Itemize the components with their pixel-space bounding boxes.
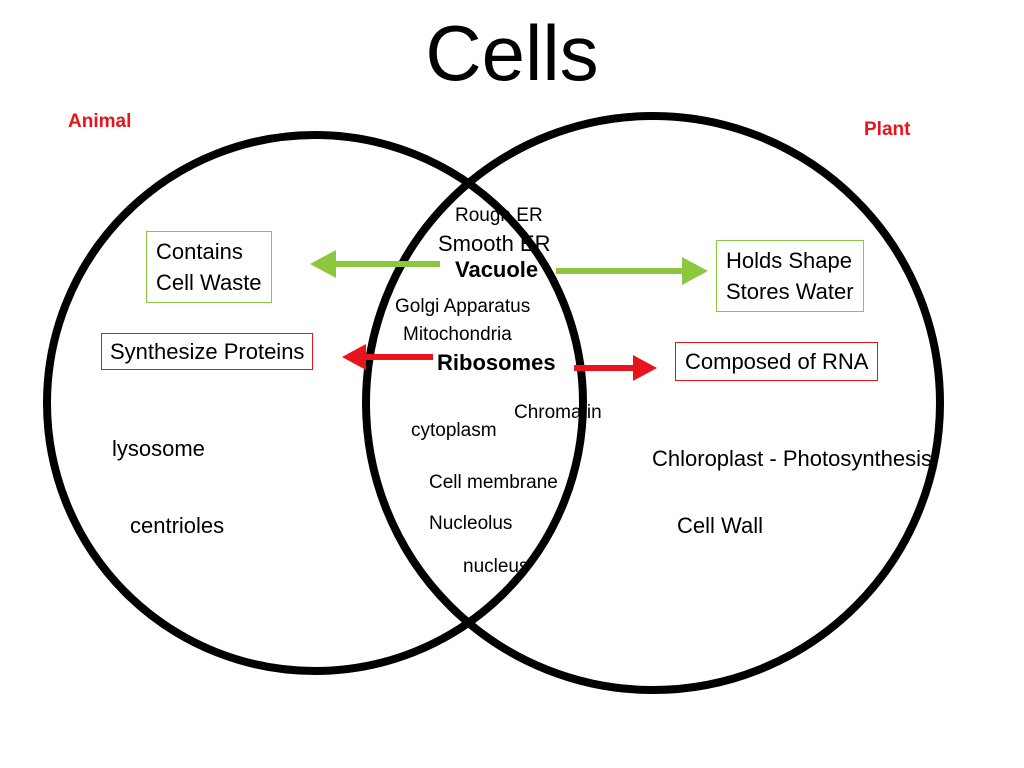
ribosomes-animal-text: Synthesize Proteins	[110, 339, 305, 364]
plant-set-label: Plant	[864, 119, 911, 140]
shared-chromatin: Chromatin	[514, 402, 602, 423]
animal-circle	[43, 131, 587, 675]
vacuole-animal-line-2: Cell Waste	[156, 270, 262, 295]
ribosome-arrow-left-head	[342, 344, 366, 370]
ribosome-arrow-right-head	[633, 355, 657, 381]
ribosomes-plant-text: Composed of RNA	[685, 349, 869, 374]
shared-mitochondria: Mitochondria	[403, 324, 512, 345]
vacuole-plant-line-1: Holds Shape	[726, 248, 852, 273]
vacuole-arrow-right-head	[682, 257, 708, 285]
page-title: Cells	[425, 9, 599, 97]
shared-ribosomes: Ribosomes	[437, 350, 556, 375]
shared-cell-membrane: Cell membrane	[429, 472, 558, 493]
shared-golgi: Golgi Apparatus	[395, 296, 531, 317]
shared-nucleolus: Nucleolus	[429, 513, 513, 534]
animal-centrioles: centrioles	[130, 513, 225, 538]
plant-circle	[362, 112, 944, 694]
vacuole-animal-line-1: Contains	[156, 239, 243, 264]
ribosomes-plant-callout: Composed of RNA	[675, 342, 879, 381]
shared-rough-er: Rough ER	[455, 205, 543, 226]
vacuole-arrow-left-head	[310, 250, 336, 278]
vacuole-plant-line-2: Stores Water	[726, 279, 854, 304]
animal-lysosome: lysosome	[112, 436, 205, 461]
shared-cytoplasm: cytoplasm	[411, 420, 497, 441]
plant-chloroplast: Chloroplast - Photosynthesis	[652, 446, 933, 471]
animal-set-label: Animal	[68, 111, 132, 132]
vacuole-plant-callout: Holds Shape Stores Water	[716, 240, 864, 312]
plant-cell-wall: Cell Wall	[677, 513, 763, 538]
ribosomes-animal-callout: Synthesize Proteins	[101, 333, 314, 370]
shared-smooth-er: Smooth ER	[438, 231, 551, 256]
shared-vacuole: Vacuole	[455, 257, 539, 282]
shared-nucleus: nucleus	[463, 556, 529, 577]
vacuole-animal-callout: Contains Cell Waste	[146, 231, 272, 303]
